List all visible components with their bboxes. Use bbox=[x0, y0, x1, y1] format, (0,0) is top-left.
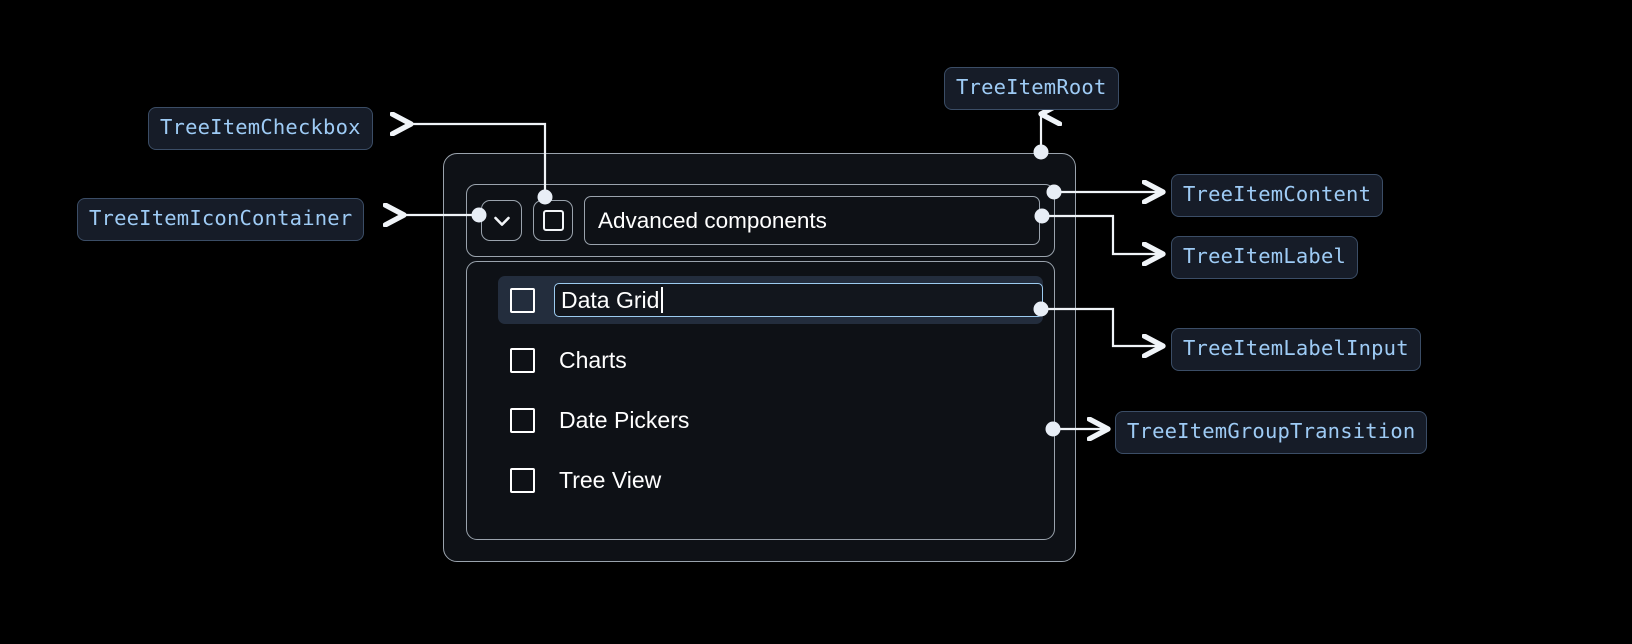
checkbox-square-icon[interactable] bbox=[510, 467, 535, 493]
annotation-tree-item-label-input: TreeItemLabelInput bbox=[1171, 328, 1421, 371]
tree-item-label-input-value: Data Grid bbox=[561, 286, 660, 313]
tree-list-item-date-pickers[interactable]: Date Pickers bbox=[498, 396, 1043, 444]
annotation-tree-item-label: TreeItemLabel bbox=[1171, 236, 1359, 279]
annotation-tree-item-icon-container: TreeItemIconContainer bbox=[77, 198, 365, 241]
tree-item-label-input[interactable]: Data Grid bbox=[554, 283, 1043, 317]
tree-list-item-data-grid[interactable]: Data Grid bbox=[498, 276, 1043, 324]
text-caret bbox=[661, 287, 664, 313]
annotation-tree-item-root: TreeItemRoot bbox=[944, 67, 1119, 110]
checkbox-square-icon[interactable] bbox=[510, 287, 535, 313]
tree-list-item-label: Date Pickers bbox=[559, 406, 690, 433]
checkbox-square-icon bbox=[542, 210, 564, 231]
annotation-tree-item-checkbox: TreeItemCheckbox bbox=[148, 107, 373, 150]
tree-list-item-tree-view[interactable]: Tree View bbox=[498, 456, 1043, 504]
annotation-tree-item-content: TreeItemContent bbox=[1171, 174, 1384, 217]
tree-item-icon-container[interactable] bbox=[481, 200, 522, 241]
checkbox-square-icon[interactable] bbox=[510, 347, 535, 373]
tree-item-content[interactable]: Advanced components bbox=[466, 184, 1055, 257]
annotation-tree-item-group-transition: TreeItemGroupTransition bbox=[1115, 411, 1428, 454]
tree-item-group-transition: Data Grid Charts Date Pickers Tree View bbox=[466, 261, 1055, 540]
chevron-down-icon bbox=[489, 208, 515, 234]
tree-list-item-label: Tree View bbox=[559, 466, 662, 493]
tree-list-item-label: Charts bbox=[559, 346, 627, 373]
checkbox-square-icon[interactable] bbox=[510, 407, 535, 433]
tree-list-item-charts[interactable]: Charts bbox=[498, 336, 1043, 384]
tree-item-root[interactable]: Advanced components Data Grid Charts Dat… bbox=[443, 153, 1076, 562]
tree-item-label-text: Advanced components bbox=[598, 207, 827, 233]
tree-item-label[interactable]: Advanced components bbox=[584, 196, 1040, 245]
tree-item-checkbox[interactable] bbox=[533, 200, 573, 241]
